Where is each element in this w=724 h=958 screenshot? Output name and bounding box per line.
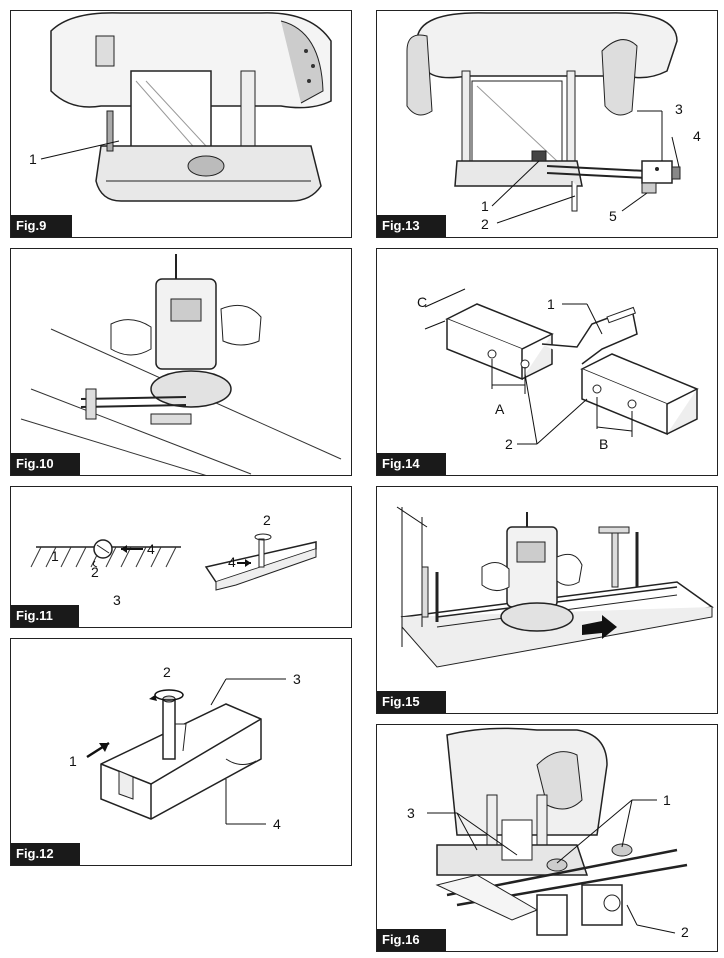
callout-12-4: 4 xyxy=(273,816,281,832)
callout-13-4: 4 xyxy=(693,128,701,144)
callout-9-1: 1 xyxy=(29,151,37,167)
router-base-illustration: 1 xyxy=(29,12,332,202)
callout-13-5: 5 xyxy=(609,208,617,224)
figure-label-14: Fig.14 xyxy=(377,453,446,475)
callout-16-3: 3 xyxy=(407,805,415,821)
callout-12-2: 2 xyxy=(163,664,171,680)
callout-12-1: 1 xyxy=(69,753,77,769)
callout-14-A: A xyxy=(495,401,505,417)
callout-16-2: 2 xyxy=(681,924,689,940)
figure-panel-9: 1 Fig.9 xyxy=(10,10,352,238)
figure-panel-13: 3 4 1 2 5 Fig.13 xyxy=(376,10,718,238)
trammel-point-attachment-diagram: 1 3 2 xyxy=(407,727,689,940)
callout-14-1: 1 xyxy=(547,296,555,312)
callout-13-1: 1 xyxy=(481,198,489,214)
callout-11-2: 2 xyxy=(91,564,99,580)
callout-11-4: 4 xyxy=(147,541,155,557)
callout-14-C: C xyxy=(417,294,427,310)
clamped-straightedge-routing-diagram xyxy=(396,506,714,668)
workpiece-groove-diagram: 2 3 1 4 xyxy=(69,664,301,832)
cutting-direction-diagram: 1 4 2 2 4 3 xyxy=(30,512,317,608)
figure-label-11: Fig.11 xyxy=(11,605,79,627)
router-guide-illustration xyxy=(20,254,342,475)
callout-11-1: 1 xyxy=(51,548,59,564)
guide-wood-blocks-diagram: C 1 A 2 B xyxy=(417,288,699,452)
callout-11-4b: 4 xyxy=(228,554,236,570)
figure-label-16: Fig.16 xyxy=(377,929,446,951)
callout-13-3: 3 xyxy=(675,101,683,117)
callout-13-2: 2 xyxy=(481,216,489,232)
figure-label-13: Fig.13 xyxy=(377,215,446,237)
figure-panel-12: 2 3 1 4 Fig.12 xyxy=(10,638,352,866)
figure-panel-10: Fig.10 xyxy=(10,248,352,476)
figure-label-15: Fig.15 xyxy=(377,691,446,713)
figure-label-10: Fig.10 xyxy=(11,453,80,475)
callout-12-3: 3 xyxy=(293,671,301,687)
callout-14-2: 2 xyxy=(505,436,513,452)
callout-14-B: B xyxy=(599,436,608,452)
callout-11-3: 3 xyxy=(113,592,121,608)
figure-label-9: Fig.9 xyxy=(11,215,73,237)
figure-panel-14: C 1 A 2 B Fig.14 xyxy=(376,248,718,476)
figure-panel-11: 1 4 2 2 4 3 Fig.11 xyxy=(10,486,352,628)
figure-panel-15: Fig.15 xyxy=(376,486,718,714)
figure-panel-16: 1 3 2 Fig.16 xyxy=(376,724,718,952)
figure-label-12: Fig.12 xyxy=(11,843,80,865)
callout-16-1: 1 xyxy=(663,792,671,808)
callout-11-2b: 2 xyxy=(263,512,271,528)
straight-guide-attachment-diagram: 3 4 1 2 5 xyxy=(406,12,701,232)
